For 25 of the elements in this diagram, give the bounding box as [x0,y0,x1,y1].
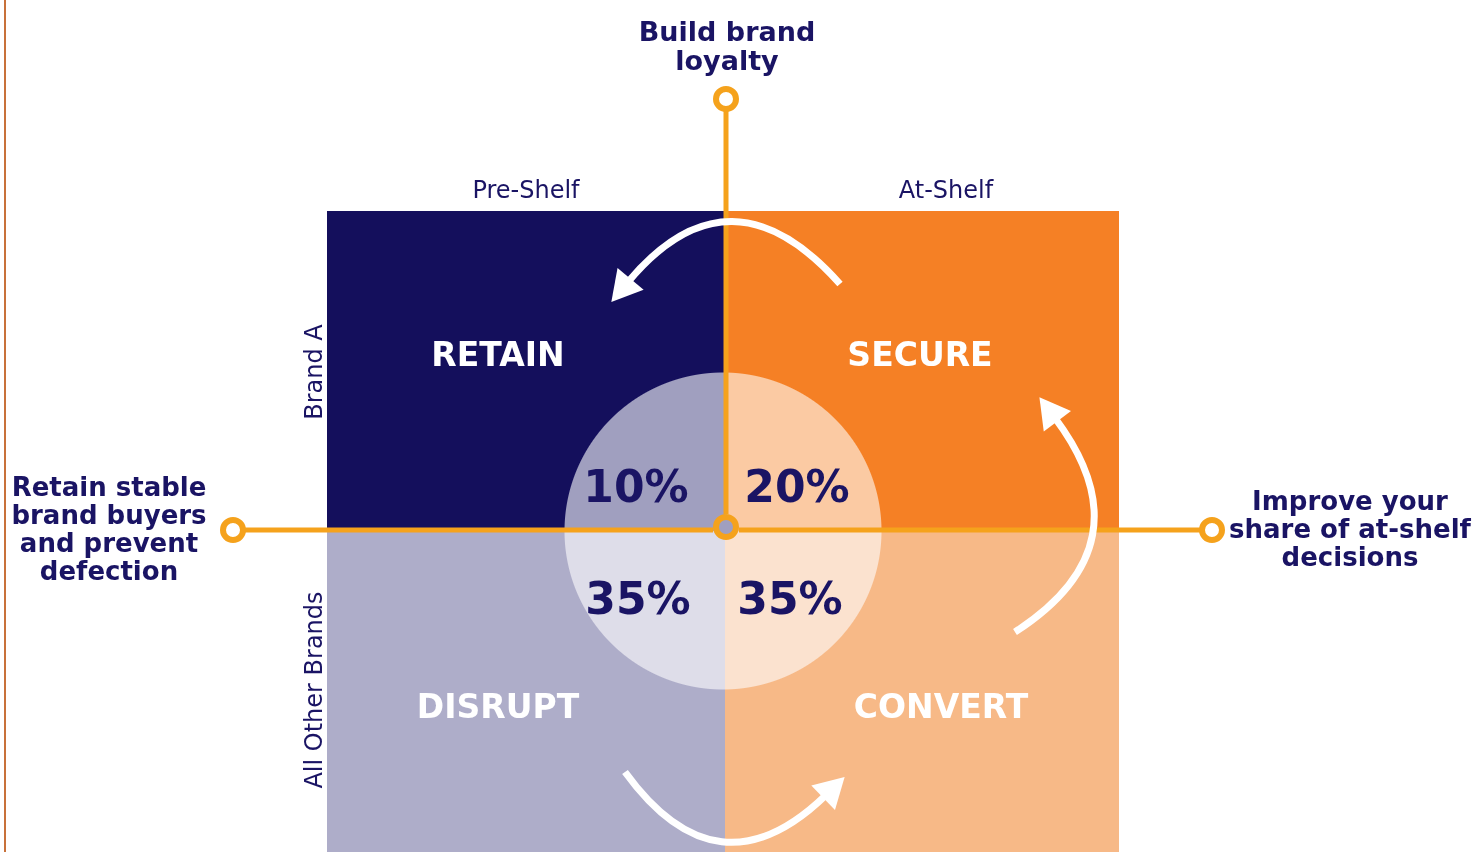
row-header: All Other Brands [300,591,328,789]
goal-text: Build brand loyalty [617,6,837,86]
quadrant-panel [327,211,725,531]
percentage-value: 35% [585,572,691,624]
quadrant-title: DISRUPT [416,686,580,726]
quadrant-panel [327,531,725,852]
percentage-value: 20% [744,460,850,512]
connector-line [713,86,739,514]
row-header: Brand A [300,324,328,420]
quadrant-title: RETAIN [431,334,565,374]
curved-arrow [622,769,846,846]
column-header: Pre-Shelf [472,176,580,204]
goal-text: Improve your share of at-shelf decisions [1226,480,1474,578]
goal-text: Retain stable brand buyers and prevent defection [4,470,214,588]
curved-arrow [610,218,843,302]
connector-line [220,517,713,543]
column-header: At-Shelf [898,176,994,204]
quadrant-title: SECURE [847,334,993,374]
connector-line [739,517,1225,543]
curved-arrow [1013,396,1098,635]
center-dot [713,514,739,540]
percentage-value: 10% [583,460,689,512]
percentage-value: 35% [737,572,843,624]
quadrant-panel [725,531,1119,852]
quadrant-title: CONVERT [853,686,1029,726]
